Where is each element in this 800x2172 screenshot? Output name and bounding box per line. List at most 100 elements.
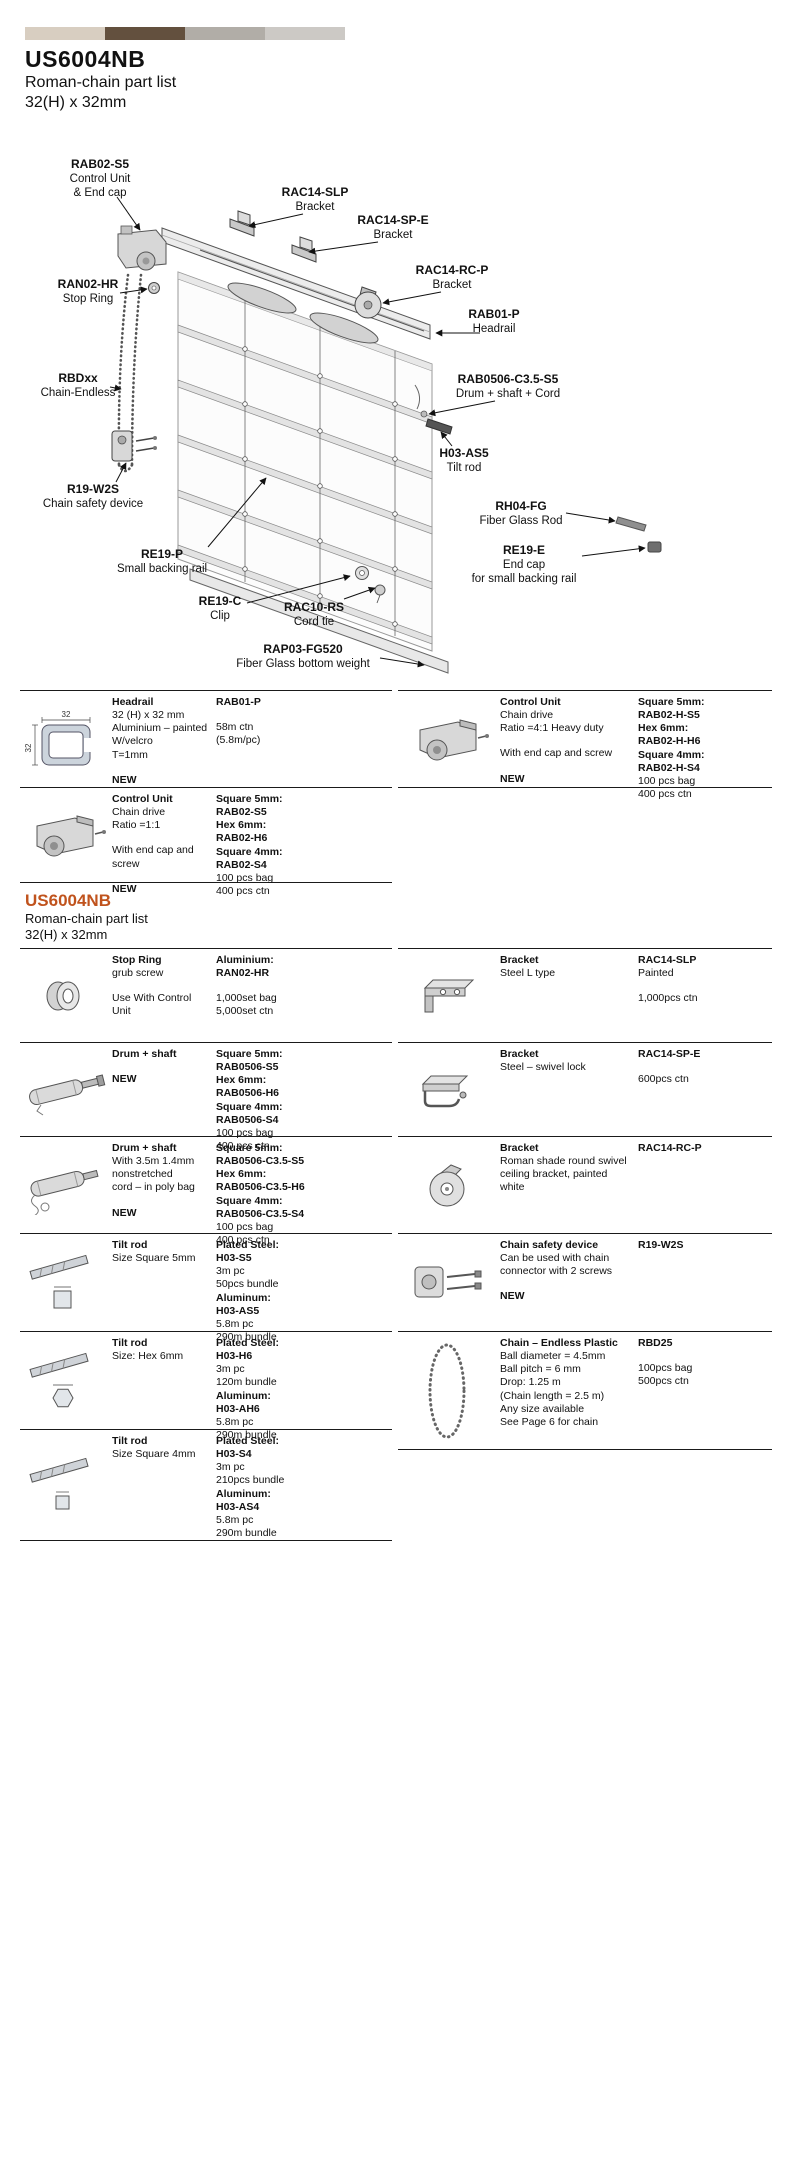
diagram-label-rbdxx: RBDxx Chain-Endless (40, 371, 116, 400)
bracket-sp-e (291, 244, 317, 263)
bracket-slp (229, 218, 255, 237)
endless-chain-figure (398, 1337, 500, 1445)
cord-clips (242, 346, 398, 627)
tilt-rod-square4-figure (20, 1435, 112, 1536)
cord-tie (374, 584, 386, 596)
part-code: RAC14-SP-E (357, 213, 429, 227)
rail-end-cap (647, 541, 662, 553)
swatch-gray (185, 27, 265, 40)
section-size: 32(H) x 32mm (25, 927, 108, 943)
part-name: Cord tie (293, 615, 335, 628)
part-code: RE19-P (140, 547, 184, 561)
fiber-glass-rod (615, 516, 647, 532)
part-code: RAP03-FG520 (263, 642, 343, 656)
part-code: RH04-FG (495, 499, 547, 513)
part-name: Chain-Endless (40, 386, 116, 399)
part-code: RE19-E (502, 543, 546, 557)
backing-rail (177, 544, 433, 645)
stop-ring-figure (20, 954, 112, 1038)
diagram-label-rac10-rs: RAC10-RS Cord tie (284, 600, 344, 629)
part-code: RAC14-RC-P (415, 263, 489, 277)
part-code: RAB02-S5 (70, 157, 130, 171)
diagram-label-rac14-rc-p: RAC14-RC-P Bracket (415, 263, 489, 292)
diagram-label-rac14-slp: RAC14-SLP Bracket (281, 185, 349, 214)
drum (309, 312, 379, 344)
part-codes: R19-W2S (638, 1239, 684, 1251)
bottom-weight (189, 568, 449, 674)
bracket-l-figure (398, 954, 500, 1038)
diagram-label-re19-p: RE19-P Small backing rail (117, 547, 207, 576)
swatch-lightgray (265, 27, 345, 40)
swatch-brown (105, 27, 185, 40)
backing-rail (177, 379, 433, 480)
page-title: US6004NB (25, 46, 146, 72)
part-name: Fiber Glass Rod (479, 514, 563, 527)
section-title: US6004NB (25, 891, 111, 910)
part-name: Stop Ring (62, 292, 114, 305)
headrail-figure: 32 32 (20, 696, 112, 783)
diagram-label-rab01-p: RAB01-P Headrail (468, 307, 519, 336)
bracket-round-figure (398, 1142, 500, 1229)
part-code: RBDxx (58, 371, 98, 385)
part-name: Fiber Glass bottom weight (236, 657, 370, 670)
page-subtitle: Roman-chain part list (25, 74, 177, 91)
swatch-tan (25, 27, 105, 40)
backing-rail (177, 489, 433, 590)
part-name: Drum + shaft + Cord (455, 387, 561, 400)
drum-shaft-figure (20, 1048, 112, 1132)
part-name: Chain safety device (42, 497, 144, 510)
part-name: Clip (210, 609, 230, 622)
diagram-label-ran02-hr: RAN02-HR Stop Ring (57, 277, 119, 306)
part-code: RAN02-HR (57, 277, 119, 291)
part-code: RAB0506-C3.5-S5 (457, 372, 559, 386)
svg-text:32: 32 (24, 743, 33, 752)
diagram-label-rab02-s5: RAB02-S5 Control Unit& End cap (70, 157, 131, 200)
chain-safety-device (111, 430, 133, 462)
diagram-label-h03-as5: H03-AS5 Tilt rod (439, 446, 488, 475)
leader-lines (109, 196, 646, 668)
tilt-rod-hex6-figure (20, 1337, 112, 1425)
diagram-label-re19-c: RE19-C Clip (199, 594, 242, 623)
control-unit-figure (398, 696, 500, 783)
page-size: 32(H) x 32mm (25, 93, 127, 111)
part-code: RAC14-SLP (281, 185, 349, 199)
part-codes: RAC14-RC-P (638, 1142, 702, 1154)
diagram-label-rap03-fg520: RAP03-FG520 Fiber Glass bottom weight (236, 642, 370, 671)
assembly-diagram: RAB02-S5 Control Unit& End cap RAC14-SLP… (0, 135, 800, 690)
part-name: Bracket (373, 228, 413, 241)
tilt-rod-piece (425, 418, 453, 435)
tilt-rod-square5-figure (20, 1239, 112, 1327)
